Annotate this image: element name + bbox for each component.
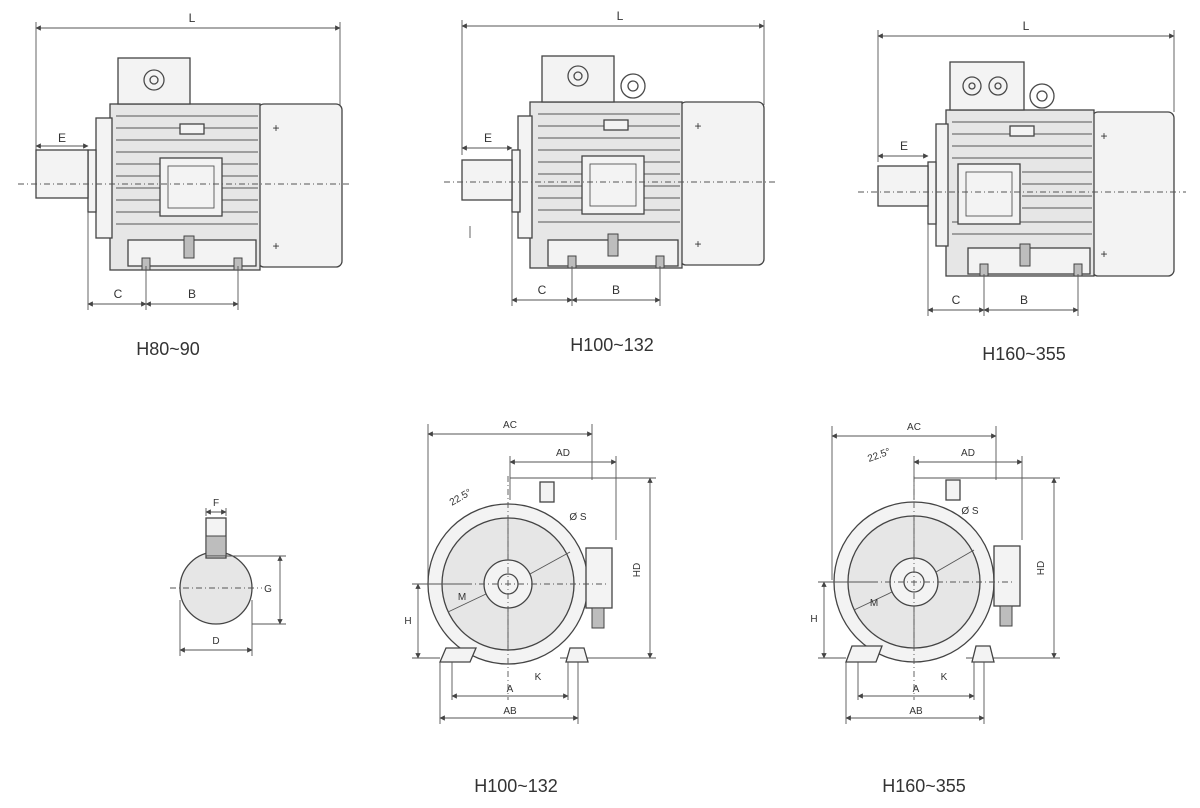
- dim-A: A: [913, 684, 920, 695]
- svg-text:+: +: [1100, 247, 1107, 261]
- dim-F: F: [213, 498, 219, 509]
- svg-text:+: +: [272, 239, 279, 253]
- side-view-h80-90: L + + E: [18, 11, 350, 359]
- dim-E: E: [900, 139, 908, 153]
- dim-AB: AB: [909, 706, 923, 717]
- side-view-h160-355: L + + E C B H160: [858, 19, 1186, 364]
- dim-A: A: [507, 684, 514, 695]
- dim-AD: AD: [556, 448, 570, 459]
- dim-C: C: [114, 287, 123, 301]
- dim-hole: Ø S: [569, 512, 587, 523]
- caption-h80-90: H80~90: [136, 339, 200, 359]
- dim-E: E: [484, 131, 492, 145]
- dim-B: B: [612, 283, 620, 297]
- dim-K: K: [535, 672, 542, 683]
- caption-h160-355-end: H160~355: [882, 776, 966, 796]
- svg-text:+: +: [1100, 129, 1107, 143]
- svg-text:+: +: [694, 237, 701, 251]
- dim-HD: HD: [1036, 561, 1047, 575]
- svg-text:+: +: [272, 121, 279, 135]
- dim-angle: 22.5°: [866, 446, 892, 464]
- dim-G: G: [264, 584, 272, 595]
- dim-hole: Ø S: [961, 506, 979, 517]
- dim-AC: AC: [503, 420, 517, 431]
- side-view-h100-132: L + + E C B H100: [444, 9, 778, 355]
- dim-B: B: [1020, 293, 1028, 307]
- shaft-section-view: F G D: [170, 498, 286, 656]
- dim-M: M: [458, 592, 466, 603]
- dim-C: C: [538, 283, 547, 297]
- caption-h160-355-side: H160~355: [982, 344, 1066, 364]
- dim-K: K: [941, 672, 948, 683]
- dim-AD: AD: [961, 448, 975, 459]
- dim-D: D: [212, 636, 219, 647]
- caption-h100-132-side: H100~132: [570, 335, 654, 355]
- caption-h100-132-end: H100~132: [474, 776, 558, 796]
- dim-L: L: [617, 9, 624, 23]
- end-view-h100-132: AC AD HD A AB K H: [404, 420, 656, 796]
- end-view-h160-355: AC AD HD A AB K H: [810, 422, 1060, 796]
- dim-angle: 22.5°: [448, 487, 474, 508]
- dim-H: H: [404, 616, 411, 627]
- dim-C: C: [952, 293, 961, 307]
- dim-E: E: [58, 131, 66, 145]
- dim-M: M: [870, 598, 878, 609]
- svg-text:+: +: [694, 119, 701, 133]
- dim-AC: AC: [907, 422, 921, 433]
- dim-HD: HD: [632, 563, 643, 577]
- dim-H: H: [810, 614, 817, 625]
- dim-B: B: [188, 287, 196, 301]
- dim-L: L: [1023, 19, 1030, 33]
- dim-AB: AB: [503, 706, 517, 717]
- dim-L: L: [189, 11, 196, 25]
